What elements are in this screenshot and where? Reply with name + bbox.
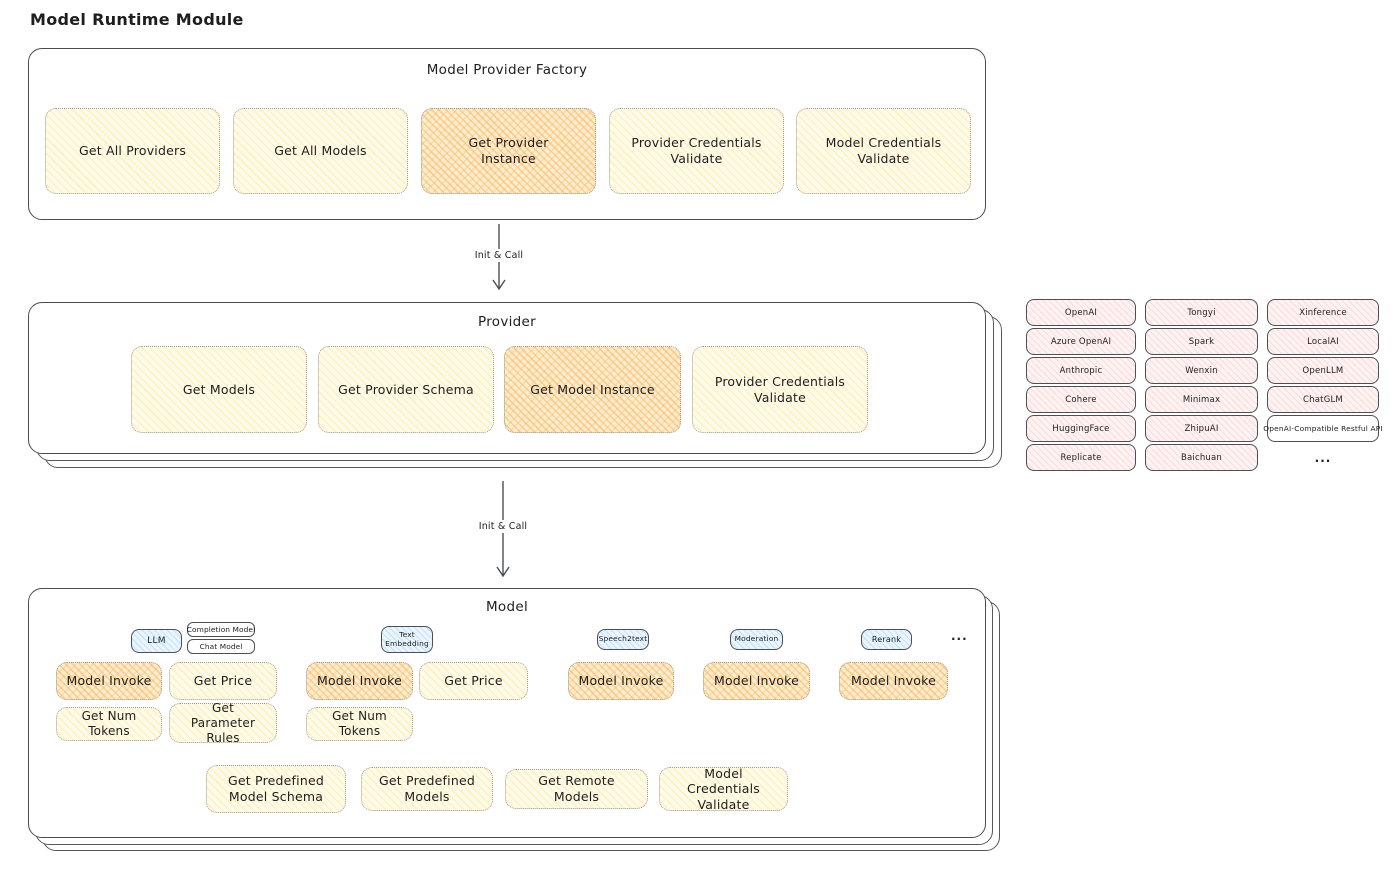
button-label: Provider Credentials Validate — [714, 373, 846, 405]
factory-button-get-all-models[interactable]: Get All Models — [233, 108, 408, 194]
provider-item[interactable]: Minimax — [1145, 386, 1258, 413]
model-title: Model — [485, 599, 529, 615]
embedding-model-invoke-button[interactable]: Model Invoke — [306, 662, 413, 700]
provider-item[interactable]: HuggingFace — [1026, 415, 1136, 442]
provider-item[interactable]: ChatGLM — [1267, 386, 1379, 413]
provider-item[interactable]: Replicate — [1026, 444, 1136, 471]
badge-completion-model[interactable]: Completion Model — [187, 622, 255, 637]
badges-ellipsis: ... — [951, 629, 968, 643]
provider-item[interactable]: ZhipuAI — [1145, 415, 1258, 442]
arrow2-label: Init & Call — [459, 520, 547, 533]
badge-speech2text[interactable]: Speech2text — [597, 629, 649, 650]
button-label: Get All Models — [274, 143, 367, 159]
rerank-model-invoke-button[interactable]: Model Invoke — [839, 662, 948, 700]
button-label: Get Model Instance — [530, 381, 655, 397]
provider-button-get-model-instance[interactable]: Get Model Instance — [504, 346, 681, 433]
provider-button-provider-credentials-validate[interactable]: Provider Credentials Validate — [692, 346, 868, 433]
llm-model-invoke-button[interactable]: Model Invoke — [56, 662, 162, 700]
provider-item[interactable]: Anthropic — [1026, 357, 1136, 384]
button-label: Get Provider Schema — [338, 381, 474, 397]
button-label: Get Models — [182, 381, 256, 397]
provider-item[interactable]: Baichuan — [1145, 444, 1258, 471]
model-credentials-validate-button[interactable]: Model Credentials Validate — [659, 766, 788, 812]
provider-item[interactable]: LocalAI — [1267, 328, 1379, 355]
button-label: Get Provider Instance — [468, 135, 549, 166]
provider-item[interactable]: Spark — [1145, 328, 1258, 355]
provider-item[interactable]: Xinference — [1267, 299, 1379, 326]
provider-item[interactable]: OpenLLM — [1267, 357, 1379, 384]
llm-get-price-button[interactable]: Get Price — [169, 662, 277, 700]
provider-item[interactable]: Tongyi — [1145, 299, 1258, 326]
badge-moderation[interactable]: Moderation — [730, 629, 783, 650]
factory-button-provider-credentials-validate[interactable]: Provider Credentials Validate — [609, 108, 784, 194]
provider-box[interactable]: Provider Get Models Get Provider Schema … — [28, 302, 986, 454]
badge-chat-model[interactable]: Chat Model — [187, 639, 255, 654]
provider-item[interactable]: Cohere — [1026, 386, 1136, 413]
provider-title: Provider — [478, 314, 536, 330]
provider-item[interactable]: Azure OpenAI — [1026, 328, 1136, 355]
button-label: Get All Providers — [78, 143, 187, 159]
embedding-get-price-button[interactable]: Get Price — [419, 662, 528, 700]
factory-box[interactable]: Model Provider Factory Get All Providers… — [28, 48, 986, 220]
factory-button-model-credentials-validate[interactable]: Model Credentials Validate — [796, 108, 971, 194]
get-remote-models-button[interactable]: Get Remote Models — [505, 769, 648, 809]
badge-rerank[interactable]: Rerank — [861, 629, 912, 650]
factory-title: Model Provider Factory — [426, 62, 588, 78]
arrow1-label: Init & Call — [455, 249, 543, 262]
provider-list-grid: OpenAI Tongyi Xinference Azure OpenAI Sp… — [1026, 299, 1383, 471]
speech2text-model-invoke-button[interactable]: Model Invoke — [568, 662, 674, 700]
embedding-get-num-tokens-button[interactable]: Get Num Tokens — [306, 707, 413, 741]
llm-get-parameter-rules-button[interactable]: Get Parameter Rules — [169, 701, 277, 745]
page-title: Model Runtime Module — [30, 10, 244, 29]
badge-text-embedding[interactable]: Text Embedding — [381, 626, 433, 653]
provider-button-get-provider-schema[interactable]: Get Provider Schema — [318, 346, 494, 433]
get-predefined-models-button[interactable]: Get Predefined Models — [361, 767, 493, 811]
button-label: Model Credentials Validate — [825, 135, 942, 166]
moderation-model-invoke-button[interactable]: Model Invoke — [703, 662, 810, 700]
model-box[interactable]: Model LLM Completion Model Chat Model Te… — [28, 588, 986, 838]
badge-llm[interactable]: LLM — [131, 629, 182, 653]
factory-button-get-all-providers[interactable]: Get All Providers — [45, 108, 220, 194]
provider-item[interactable]: OpenAI-Compatible Restful API — [1263, 415, 1383, 442]
llm-get-num-tokens-button[interactable]: Get Num Tokens — [56, 707, 162, 741]
provider-item[interactable]: OpenAI — [1026, 299, 1136, 326]
button-label: Provider Credentials Validate — [631, 135, 762, 166]
provider-list-ellipsis: ... — [1314, 450, 1332, 465]
provider-item[interactable]: Wenxin — [1145, 357, 1258, 384]
get-predefined-model-schema-button[interactable]: Get Predefined Model Schema — [206, 765, 346, 813]
provider-button-get-models[interactable]: Get Models — [131, 346, 307, 433]
factory-button-get-provider-instance[interactable]: Get Provider Instance — [421, 108, 596, 194]
